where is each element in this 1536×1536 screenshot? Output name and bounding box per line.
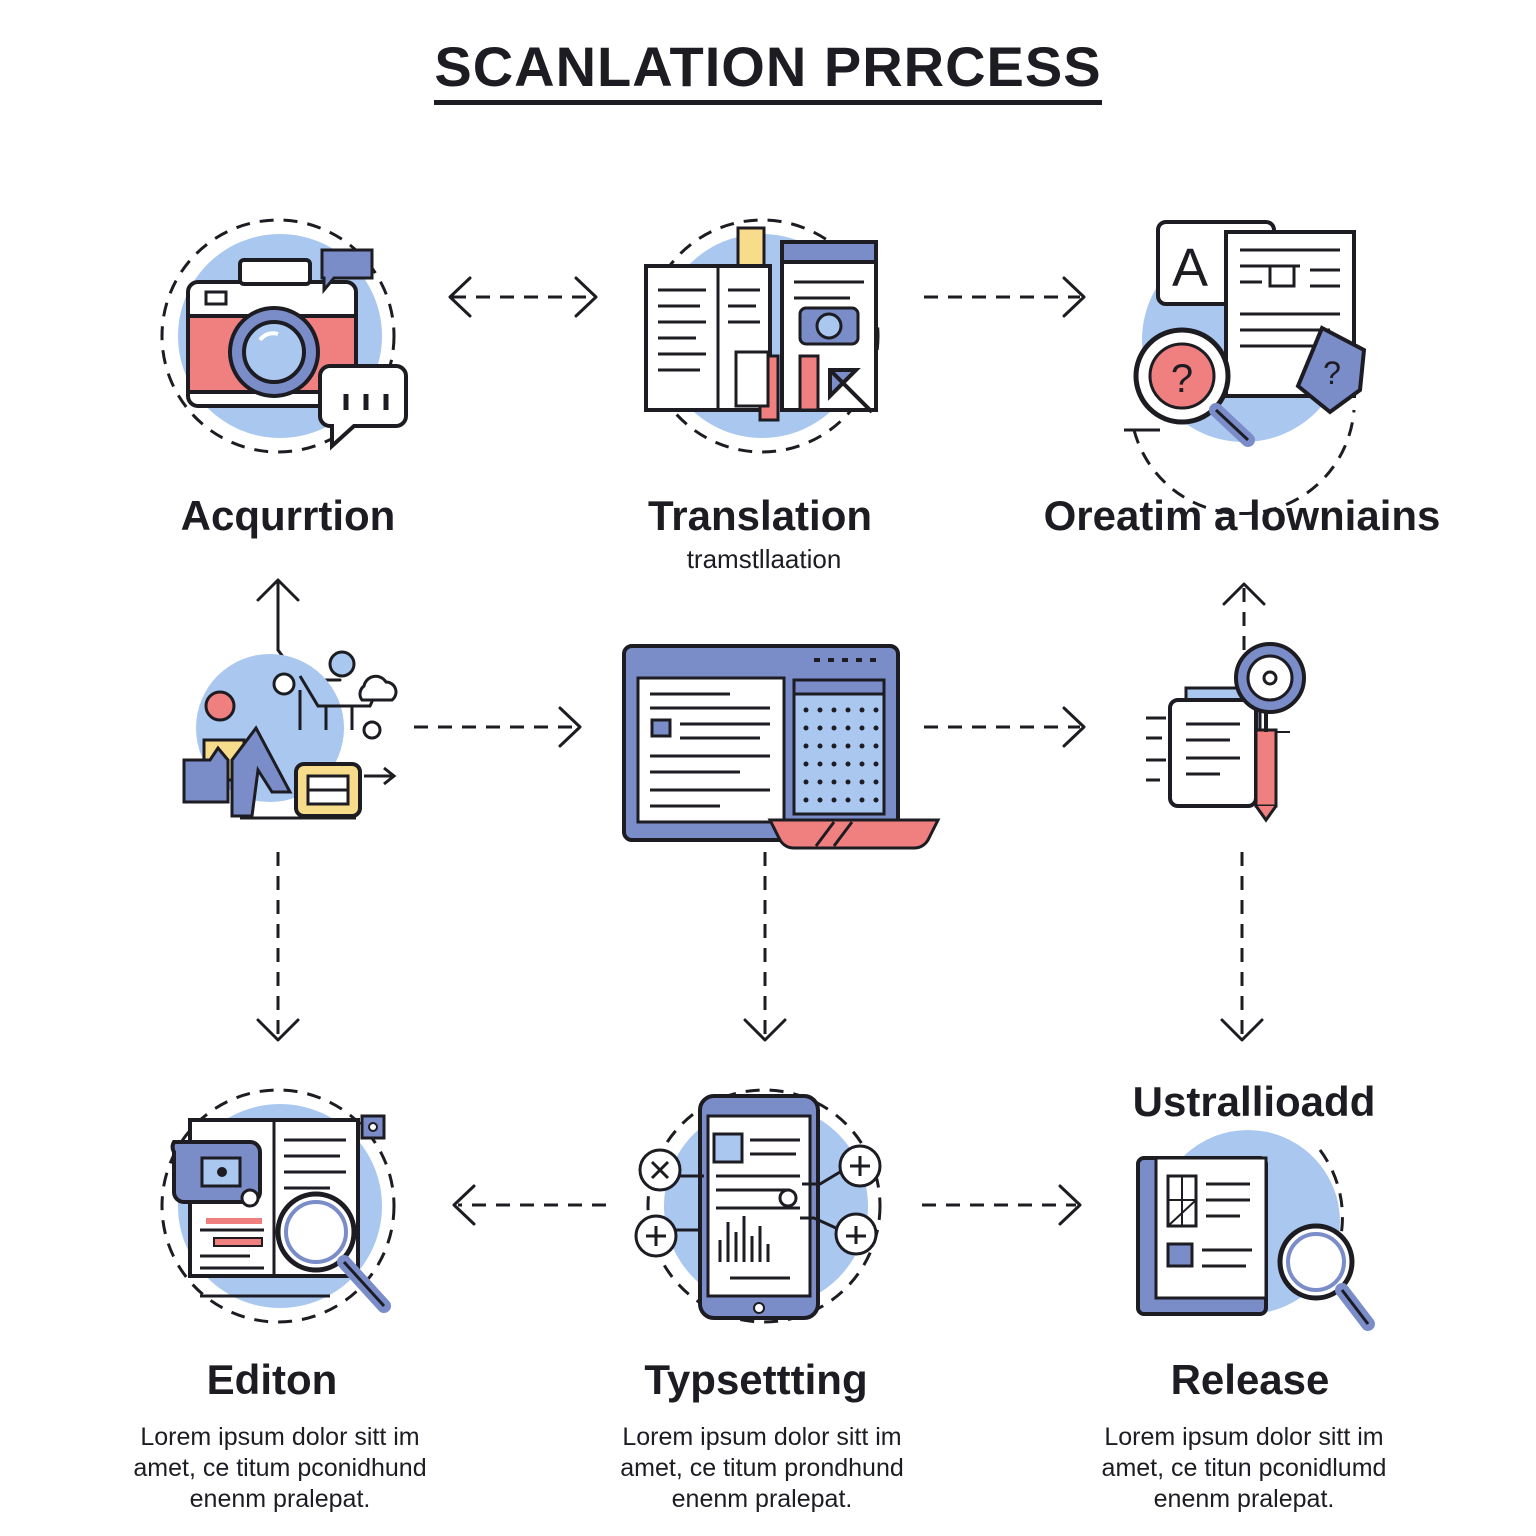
shapes-workflow-icon [182,650,398,820]
question-glyph: ? [1171,357,1193,401]
arrowhead-left-icon [452,1184,476,1226]
arrowhead-right-icon [574,276,598,318]
step-sublabel-translation: tramstllaation [686,544,842,574]
arrowhead-right-icon [1062,276,1086,318]
tablet-layout-icon [634,1088,882,1324]
arrowhead-down-icon [743,1018,787,1042]
monitor-editor-icon [622,644,941,850]
arrowhead-right-icon [1058,1184,1082,1226]
step-label-typesetting: Typsettting [644,1356,868,1403]
step-label-edition: Editon [206,1356,338,1403]
step-desc-edition: Lorem ipsum dolor sitt im amet, ce titum… [133,1423,427,1513]
arrowhead-up-icon [256,578,300,602]
step-label-release: Release [1170,1356,1330,1403]
step-upper-label-release: Ustrallioadd [1132,1078,1376,1125]
arrowhead-down-icon [1220,1018,1264,1042]
arrowhead-down-icon [256,1018,300,1042]
step-label-translation: Translation [647,492,873,539]
document-magnifier-icon [1146,642,1306,823]
document-search-icon: A ? ? [1124,220,1367,516]
diagram-title: SCANLATION PRRCESS [0,34,1536,105]
arrowhead-left-icon [448,276,472,318]
step-desc-release: Lorem ipsum dolor sitt im amet, ce titun… [1101,1423,1387,1513]
step-label-acquisition: Acqurrtion [180,492,396,539]
camera-icon [160,218,408,454]
book-magnifier-icon [160,1088,396,1324]
step-desc-typesetting: Lorem ipsum dolor sitt im amet, ce titum… [620,1423,904,1513]
arrowhead-up-icon [1222,582,1266,606]
letter-a-glyph: A [1172,238,1208,298]
arrowhead-right-icon [558,706,582,748]
arrowhead-right-icon [1062,706,1086,748]
book-search-icon [1136,1130,1375,1331]
step-label-creation: Oreatim a lowniains [1043,492,1441,539]
svg-text:?: ? [1323,355,1341,391]
open-book-translation-icon [644,218,880,454]
